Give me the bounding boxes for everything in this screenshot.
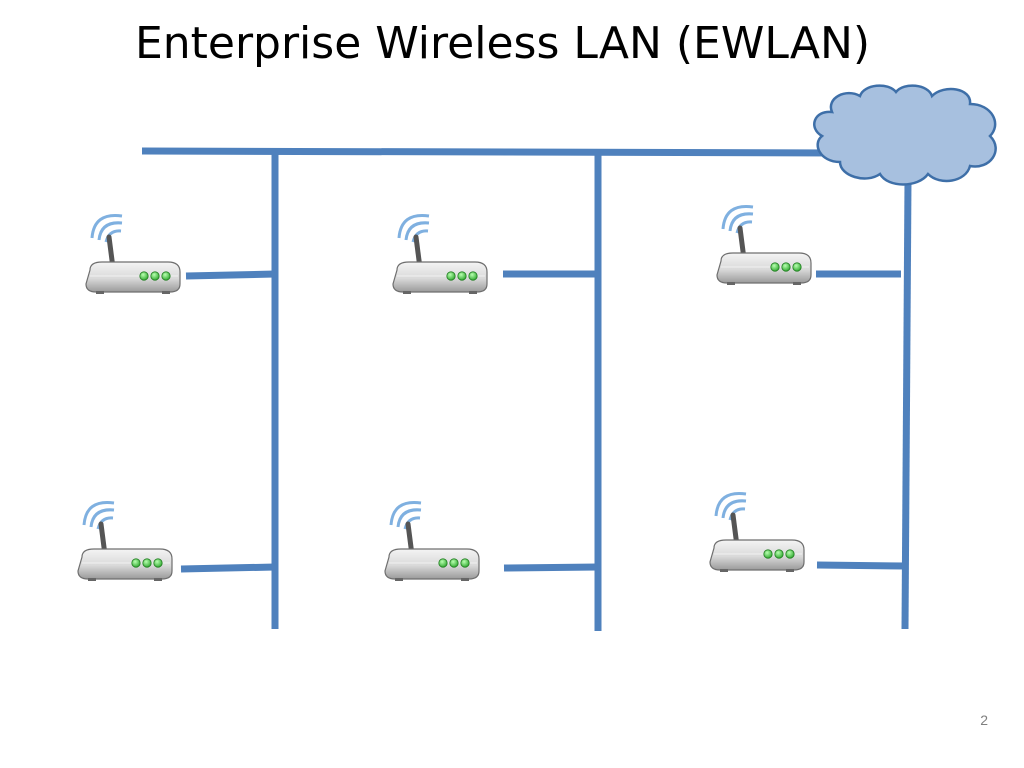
backbone-line xyxy=(141,147,841,157)
router-icon xyxy=(393,215,487,294)
branch-line xyxy=(503,563,599,572)
router-icon xyxy=(710,493,804,572)
router-icon xyxy=(717,206,811,285)
branch-line xyxy=(185,270,276,280)
cloud-icon xyxy=(813,84,997,186)
branch-line xyxy=(180,563,276,573)
slide-title: Enterprise Wireless LAN (EWLAN) xyxy=(134,18,871,69)
router-icon xyxy=(385,502,479,581)
router-icon xyxy=(86,215,180,294)
router-icon xyxy=(78,502,172,581)
vertical-line xyxy=(901,179,912,630)
branch-line xyxy=(816,561,906,570)
page-number: 2 xyxy=(980,712,988,728)
